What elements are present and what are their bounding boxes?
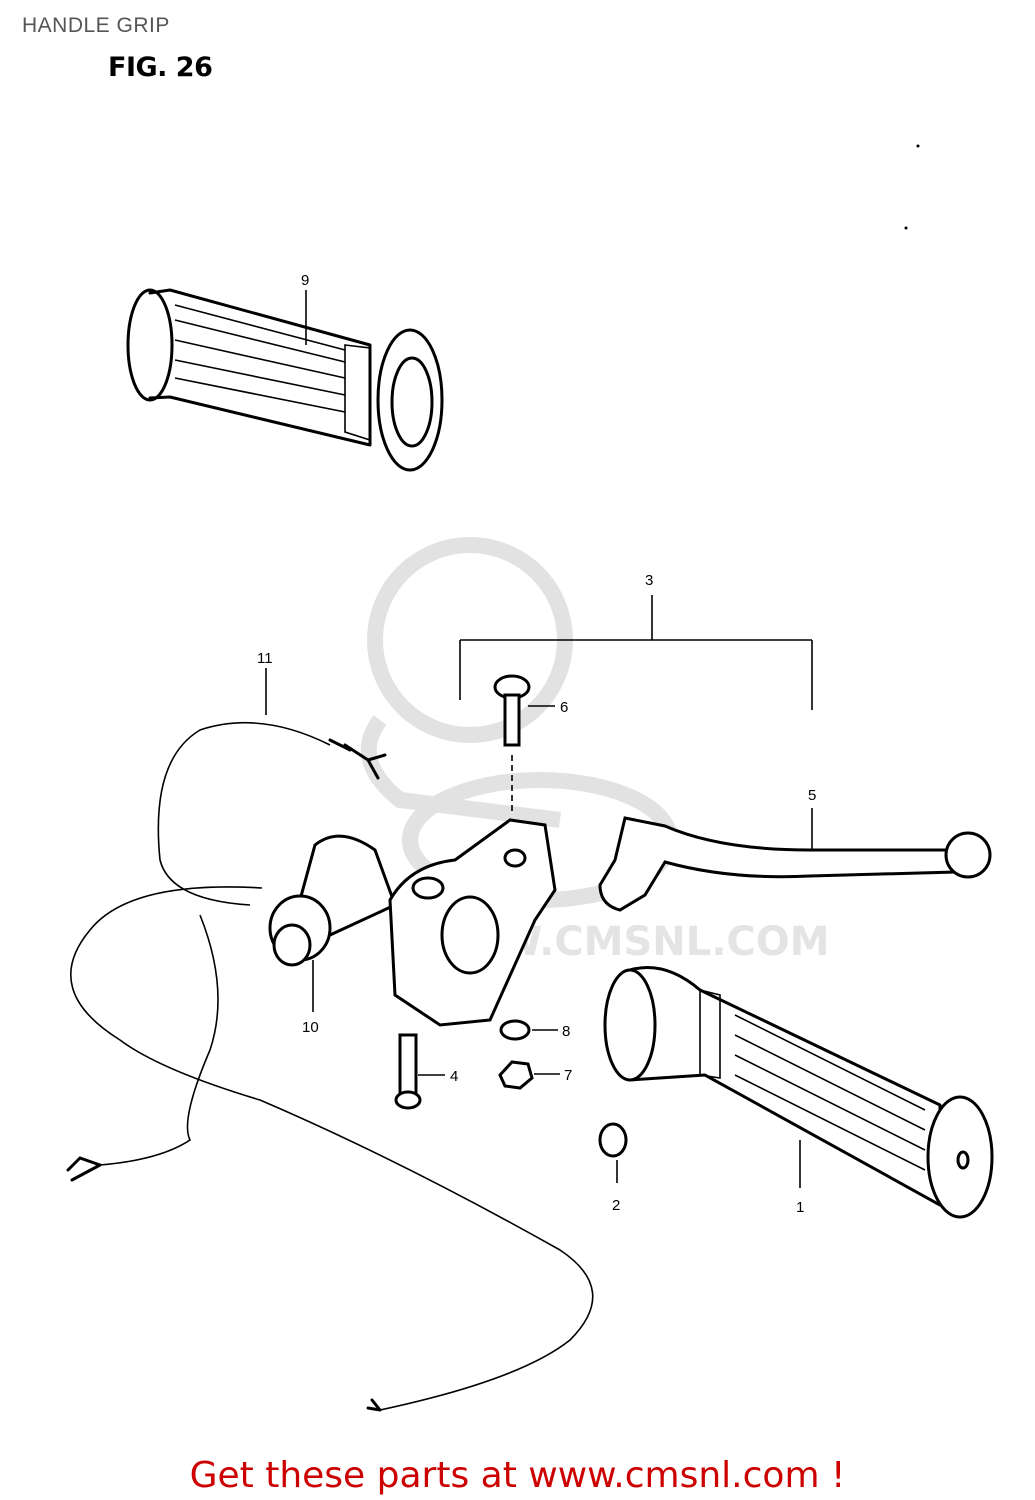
part-3-lever-assembly-bracket	[459, 595, 813, 710]
callout-2: 2	[612, 1197, 620, 1214]
part-6-bolt	[493, 674, 531, 747]
footer-prefix: Get these parts at	[189, 1455, 529, 1496]
part-2-plug	[598, 1122, 628, 1158]
cmsnl-link[interactable]: www.cmsnl.com	[528, 1455, 820, 1496]
callout-1: 1	[796, 1199, 804, 1216]
part-7-nut	[498, 1060, 534, 1090]
callout-11: 11	[257, 650, 273, 667]
callout-7: 7	[564, 1067, 572, 1084]
part-5-lever	[598, 816, 992, 912]
callout-8: 8	[562, 1023, 570, 1040]
part-4-screw	[394, 1033, 422, 1110]
page-title: HANDLE GRIP	[22, 14, 170, 37]
part-11-wire	[66, 721, 594, 1412]
part-10-switch	[268, 834, 397, 967]
part-1-right-grip	[603, 966, 994, 1219]
callout-4: 4	[450, 1068, 458, 1085]
callout-6: 6	[560, 699, 568, 716]
part-8-washer	[499, 1019, 531, 1041]
lever-bracket	[388, 818, 557, 1027]
callout-5: 5	[808, 787, 816, 804]
callout-3: 3	[645, 572, 653, 589]
part-9-left-grip	[126, 288, 444, 472]
callout-10: 10	[302, 1019, 319, 1036]
callout-9: 9	[301, 272, 309, 289]
figure-number: FIG. 26	[108, 52, 213, 83]
footer-promo: Get these parts at www.cmsnl.com !	[0, 1455, 1035, 1496]
footer-suffix: !	[819, 1455, 846, 1496]
